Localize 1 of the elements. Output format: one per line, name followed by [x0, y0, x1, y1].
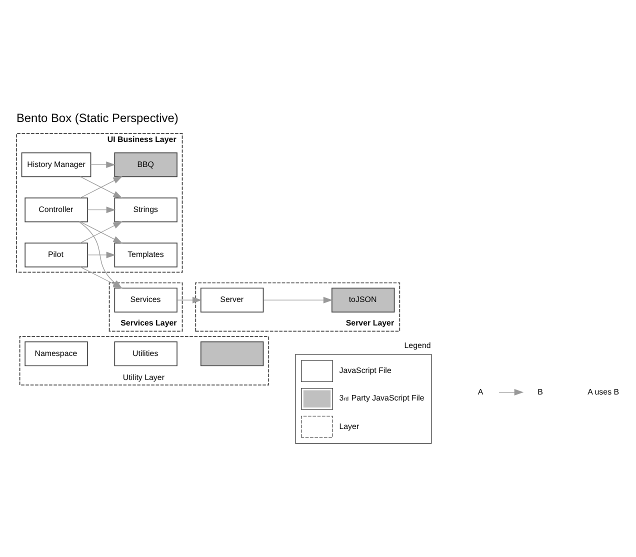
diagram-title: Bento Box (Static Perspective) [16, 110, 178, 124]
